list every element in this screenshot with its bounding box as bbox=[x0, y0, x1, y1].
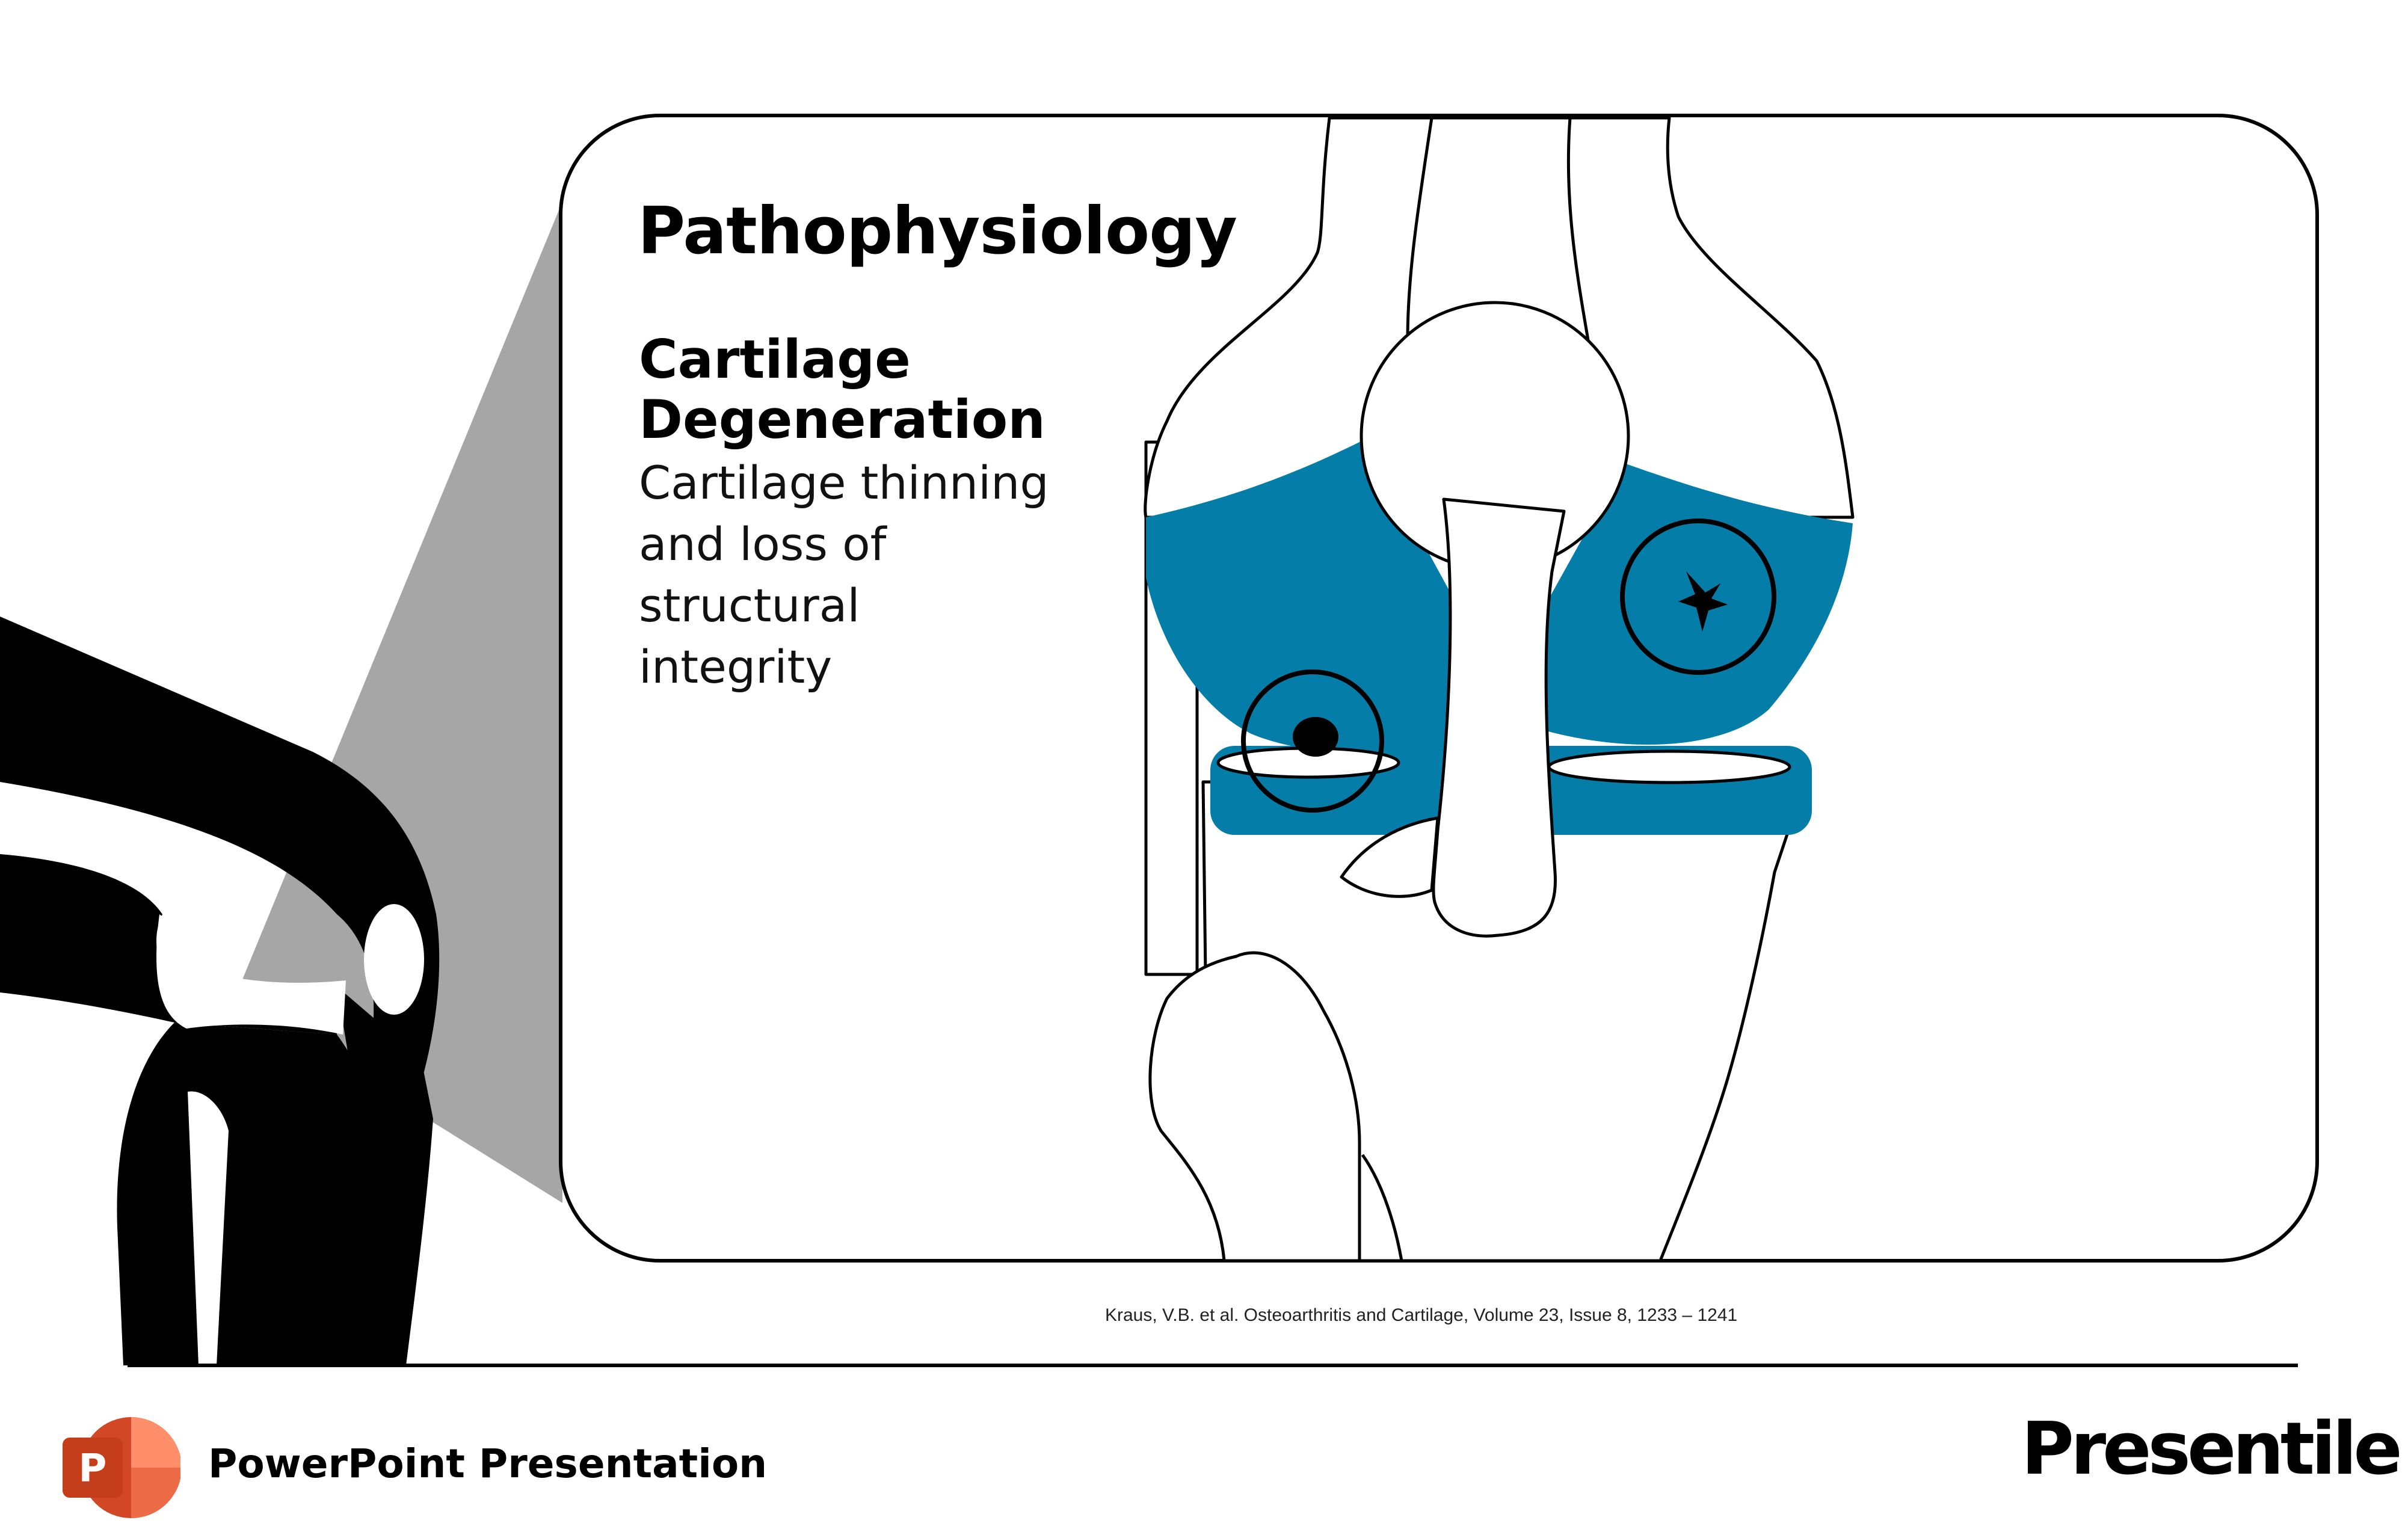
citation: Kraus, V.B. et al. Osteoarthritis and Ca… bbox=[1105, 1305, 1738, 1325]
section-heading-line: Degeneration bbox=[639, 389, 1045, 451]
knee-joint-highlight bbox=[156, 914, 346, 1035]
cartilage-defect-spot bbox=[1293, 717, 1338, 757]
patella-highlight bbox=[364, 904, 424, 1015]
fibula bbox=[1148, 951, 1361, 1263]
fibula-head-line bbox=[1361, 1154, 1403, 1261]
app-label: PowerPoint Presentation bbox=[208, 1441, 768, 1487]
posterior-ligament bbox=[1340, 816, 1440, 898]
section-heading-line: Cartilage bbox=[639, 328, 911, 390]
powerpoint-icon-letter: P bbox=[79, 1447, 107, 1491]
description-line: Cartilage thinning bbox=[639, 456, 1049, 509]
cruciate-ligament bbox=[1432, 497, 1566, 938]
powerpoint-icon: P bbox=[63, 1417, 180, 1518]
brand-logo: Presentile bbox=[2021, 1407, 2403, 1491]
fibula-highlight bbox=[188, 1091, 229, 1365]
lateral-meniscus bbox=[1547, 749, 1791, 784]
description-line: integrity bbox=[639, 640, 833, 694]
cartilage-crack-marker bbox=[1620, 518, 1776, 675]
section-description: Cartilage thinning and loss of structura… bbox=[639, 452, 1072, 698]
description-line: and loss of bbox=[639, 517, 887, 571]
medial-condyle-cartilage bbox=[1146, 439, 1462, 755]
section-heading: Cartilage Degeneration bbox=[639, 330, 1045, 450]
cartilage-defect-marker bbox=[1241, 669, 1384, 813]
slide-title: Pathophysiology bbox=[638, 194, 1237, 269]
cartilage-crack bbox=[1678, 571, 1728, 632]
knee-anatomy bbox=[1144, 116, 1855, 1263]
description-line: structural bbox=[639, 579, 860, 632]
zoom-wedge bbox=[235, 201, 562, 1203]
